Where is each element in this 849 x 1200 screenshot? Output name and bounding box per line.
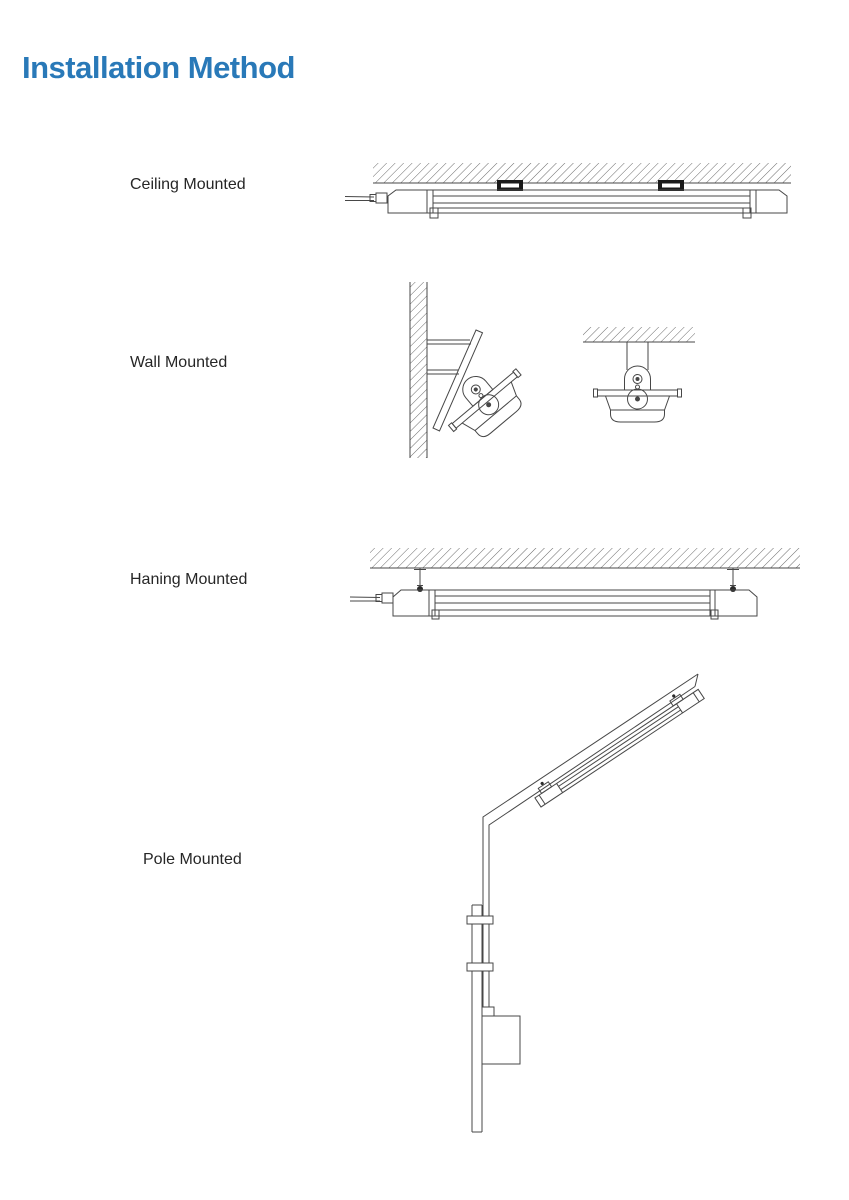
hanging-mounted-diagram xyxy=(349,548,800,620)
mounting-clips xyxy=(497,180,684,191)
fixture-cross-section-tilted xyxy=(447,368,522,438)
junction-box xyxy=(481,1006,521,1065)
pole-mounted-diagram xyxy=(466,673,705,1133)
tri-proof-light-fixture xyxy=(344,189,788,219)
wall-surface xyxy=(409,282,428,458)
fixture-cross-section-upright xyxy=(593,365,682,423)
wall-mounted-diagram xyxy=(409,282,695,458)
tri-proof-light-fixture xyxy=(349,589,758,620)
section-label-wall-mounted: Wall Mounted xyxy=(130,354,228,371)
section-label-pole-mounted: Pole Mounted xyxy=(143,851,242,868)
page-title: Installation Method xyxy=(22,50,295,85)
section-label-hanging-mounted: Haning Mounted xyxy=(130,571,248,588)
section-label-ceiling-mounted: Ceiling Mounted xyxy=(130,176,246,193)
tri-proof-light-fixture-on-arm xyxy=(534,688,705,808)
suspension-rods xyxy=(414,568,739,592)
pole-clamps xyxy=(466,915,494,972)
ceiling-bracket-column xyxy=(626,342,649,370)
ceiling-surface xyxy=(373,163,791,184)
ceiling-surface xyxy=(370,548,800,569)
ceiling-surface-small xyxy=(583,327,695,343)
pole xyxy=(471,904,483,1133)
wall-bracket-arm xyxy=(427,329,484,432)
ceiling-mounted-diagram xyxy=(344,163,791,219)
bracket-arm xyxy=(482,673,699,1007)
